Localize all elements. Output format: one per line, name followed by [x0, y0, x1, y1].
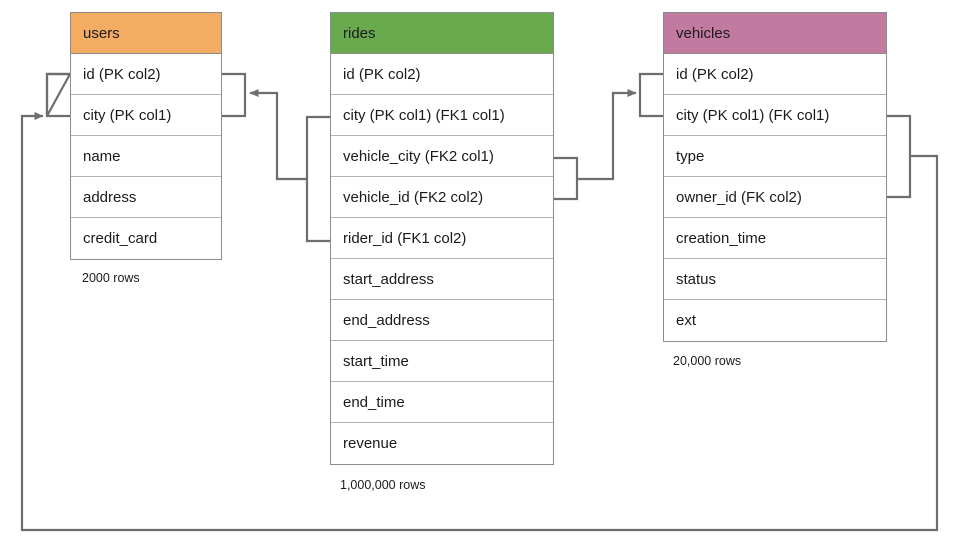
field-vehicles-type[interactable]: type — [664, 136, 886, 177]
field-rides-start-time[interactable]: start_time — [331, 341, 553, 382]
field-users-credit-card[interactable]: credit_card — [83, 230, 158, 247]
field-vehicles-creation-time[interactable]: creation_time — [664, 218, 886, 259]
rowcount-users: 2000 rows — [82, 271, 140, 285]
rowcount-rides: 1,000,000 rows — [340, 478, 426, 492]
entity-users[interactable]: users id (PK col2) city (PK col1) name a… — [70, 12, 222, 260]
field-vehicles-status[interactable]: status — [664, 259, 886, 300]
field-rides-city[interactable]: city (PK col1) (FK1 col1) — [331, 95, 553, 136]
connector-rides-to-vehicles — [577, 89, 637, 181]
field-rides-start-address[interactable]: start_address — [331, 259, 553, 300]
rowcount-vehicles: 20,000 rows — [673, 354, 742, 368]
field-rides-vehicle-city[interactable]: vehicle_city (FK2 col1) — [331, 136, 553, 177]
field-users-id[interactable]: id (PK col2) — [71, 54, 221, 95]
bracket-rides-right — [554, 156, 579, 201]
field-rides-end-time[interactable]: end_time — [331, 382, 553, 423]
field-rides-rider-id[interactable]: rider_id (FK1 col2) — [331, 218, 553, 259]
entity-vehicles-header: vehicles — [664, 13, 886, 54]
bracket-users-left-shape — [45, 72, 70, 118]
bracket-rides-left — [305, 115, 330, 243]
field-users-city[interactable]: city (PK col1) — [71, 95, 221, 136]
entity-rides-header: rides — [331, 13, 553, 54]
field-vehicles-city[interactable]: city (PK col1) (FK col1) — [664, 95, 886, 136]
field-users-name[interactable]: name — [71, 136, 221, 177]
field-rides-vehicle-id[interactable]: vehicle_id (FK2 col2) — [331, 177, 553, 218]
field-vehicles-id[interactable]: id (PK col2) — [664, 54, 886, 95]
field-rides-revenue[interactable]: revenue — [343, 435, 398, 452]
bracket-vehicles-right — [887, 114, 912, 199]
field-users-address[interactable]: address — [71, 177, 221, 218]
field-rides-end-address[interactable]: end_address — [331, 300, 553, 341]
field-vehicles-ext[interactable]: ext — [676, 312, 697, 329]
entity-vehicles[interactable]: vehicles id (PK col2) city (PK col1) (FK… — [663, 12, 887, 342]
bracket-users-right — [222, 72, 247, 118]
field-rides-id[interactable]: id (PK col2) — [331, 54, 553, 95]
field-vehicles-owner-id[interactable]: owner_id (FK col2) — [664, 177, 886, 218]
entity-users-header: users — [71, 13, 221, 54]
bracket-vehicles-left — [638, 72, 663, 118]
bracket-users-left — [45, 72, 72, 117]
entity-rides[interactable]: rides id (PK col2) city (PK col1) (FK1 c… — [330, 12, 554, 465]
connector-rides-to-users — [249, 89, 307, 181]
